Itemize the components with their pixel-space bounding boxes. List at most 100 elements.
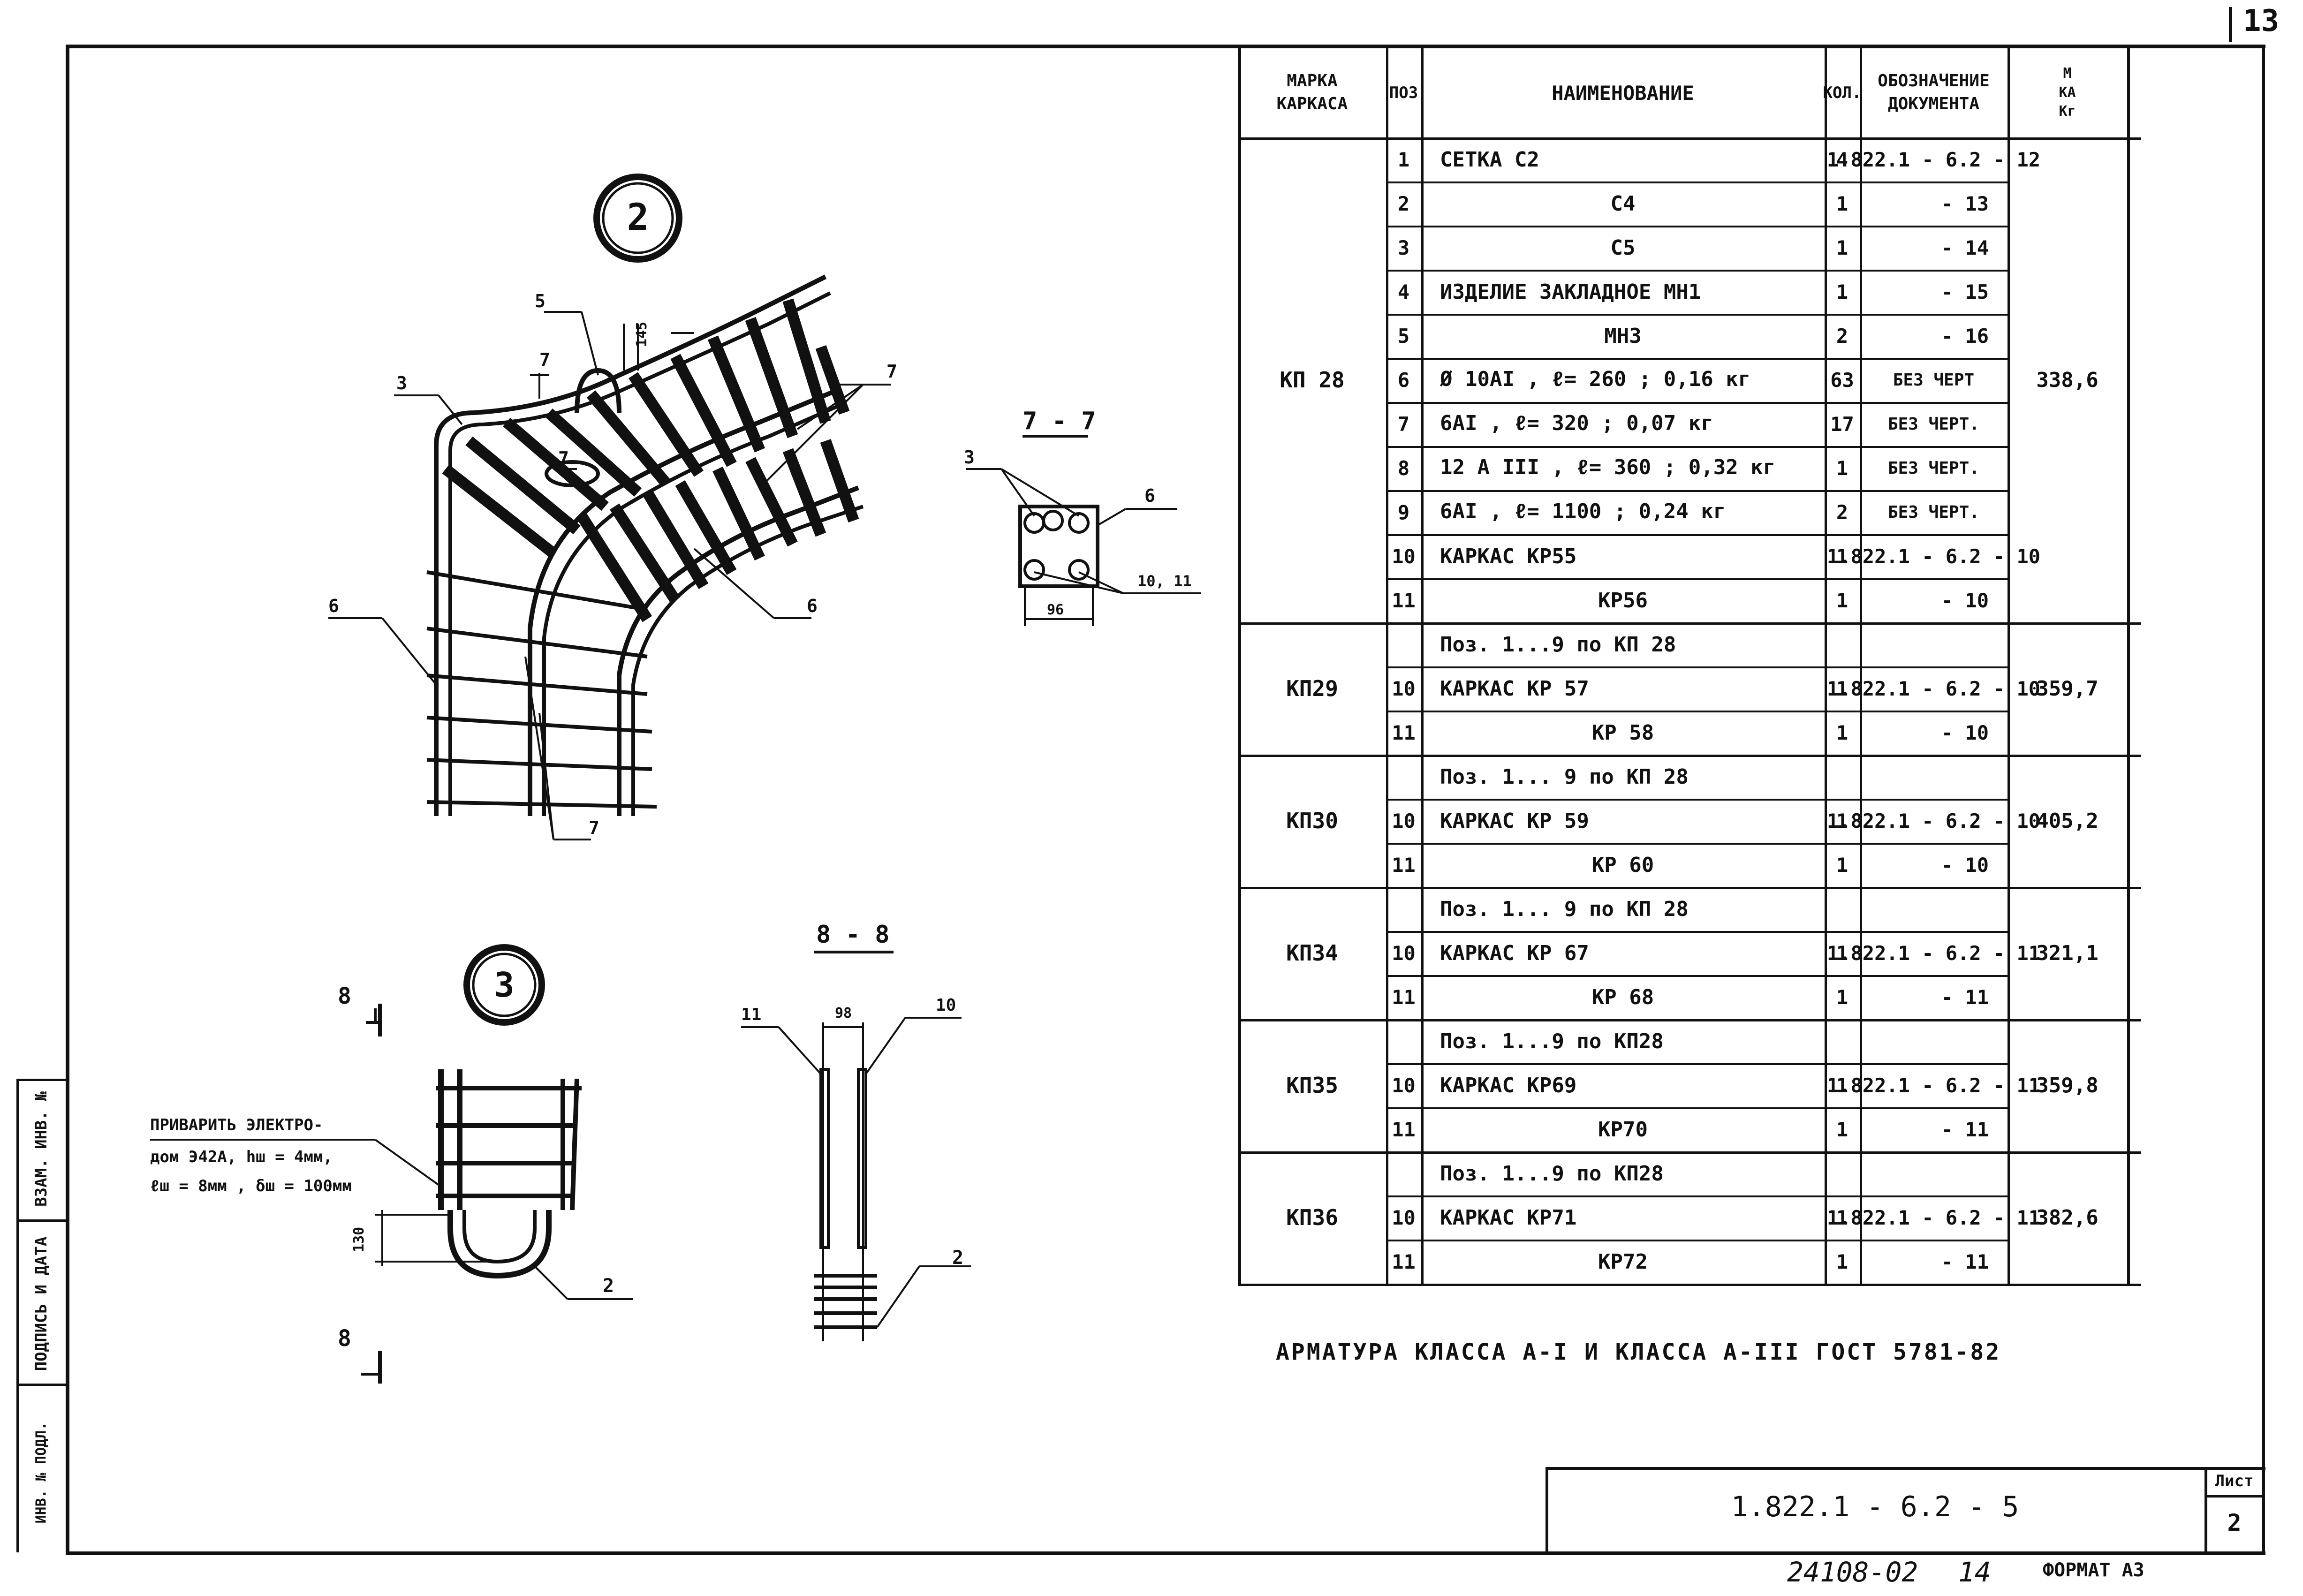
group-marka: КП 28 [1280,367,1345,393]
row-doc: 1.822.1 - 6.2 - 10 [1826,545,2041,568]
row-separator [1386,1195,2008,1197]
row-separator [1386,402,2008,404]
header-marka: МАРКА КАРКАСА [1238,48,1386,137]
row-name: 6АI , ℓ= 320 ; 0,07 кг [1440,411,1713,435]
row-pos: 10 [1392,1074,1416,1097]
row-pos: 8 [1397,456,1410,480]
header-mass-line: М [2063,65,2072,82]
header-marka-line: МАРКА [1287,71,1338,91]
group-separator [1238,887,2141,889]
row-pos: 10 [1392,1206,1416,1229]
row-pos: 9 [1397,500,1410,524]
row-qty [1825,622,1860,666]
header-qty: КОЛ. [1823,83,1862,102]
row-qty: 2 [1836,324,1848,348]
svg-text:130: 130 [351,1227,367,1252]
row-name: КР 68 [1591,985,1654,1009]
row-qty: 1 [1836,236,1848,259]
header-doc-line: ДОКУМЕНТА [1887,94,1980,113]
row-name: КАРКАС КР55 [1440,544,1577,568]
row-pos: 11 [1392,721,1416,744]
row-qty: 1 [1836,853,1848,877]
svg-text:7: 7 [539,349,550,370]
row-separator [1386,1240,2008,1241]
frame-left [66,45,69,1555]
table-column-line [1860,48,1862,1284]
row-name: КР 58 [1591,720,1654,745]
group-mass: 359,8 [2036,1073,2098,1097]
group-separator [1238,1151,2141,1154]
header-marka-line: КАРКАСА [1276,94,1348,113]
row-pos: 6 [1397,368,1410,392]
row-qty: 1 [1836,1206,1848,1229]
header-name: НАИМЕНОВАНИЕ [1552,81,1694,105]
row-pos: 2 [1397,192,1410,215]
group-marka: КП30 [1286,808,1338,833]
row-pos: 1 [1397,148,1410,171]
row-qty: 2 [1836,500,1848,524]
sheet-label: Лист [2215,1472,2254,1490]
row-pos: 10 [1392,941,1416,965]
reinforcement-class-note: АРМАТУРА КЛАССА А-I И КЛАССА А-III ГОСТ … [1276,1339,2001,1365]
row-name: 12 А III , ℓ= 360 ; 0,32 кг [1440,455,1776,479]
node3-cage-view: 8 8 130 2 ПРИВАРИТЬ ЭЛЕКТРО- дом Э42А, h… [150,983,633,1384]
row-pos: 11 [1392,1250,1416,1273]
row-pos [1386,1019,1421,1063]
row-qty: 1 [1836,941,1848,965]
row-name: КАРКАС КР 67 [1440,941,1589,965]
group-marka: КП36 [1286,1205,1338,1230]
svg-text:6: 6 [328,596,339,616]
row-doc: - 15 [1941,280,1989,303]
svg-text:7: 7 [558,448,569,469]
row-separator [1386,931,2008,933]
sheet-value: 2 [2227,1509,2242,1536]
group-marka: КП34 [1286,940,1338,966]
row-separator [1386,843,2008,845]
svg-text:2: 2 [952,1247,963,1269]
row-name: С5 [1610,235,1636,260]
row-name: 6АI , ℓ= 1100 ; 0,24 кг [1440,499,1726,523]
table-left-border [1238,48,1241,1284]
frame-top [66,45,2265,48]
document-designation: 1.822.1 - 6.2 - 5 [1731,1490,2019,1523]
reinforcement-drawing: 2 [150,174,1201,1384]
svg-text:10: 10 [936,996,956,1015]
header-doc-line: ОБОЗНАЧЕНИЕ [1878,71,1990,91]
header-doc: ОБОЗНАЧЕНИЕ ДОКУМЕНТА [1860,48,2008,137]
table-column-line [1421,48,1424,1284]
inventory-number: 24108-02 [1787,1556,1918,1588]
row-doc: - 10 [1941,853,1989,877]
row-qty: 63 [1830,368,1854,392]
row-doc: 1.822.1 - 6.2 - 12 [1826,148,2041,171]
svg-text:96: 96 [1047,602,1064,618]
row-name: КАРКАС КР 59 [1440,809,1589,833]
row-name: Поз. 1... 9 по КП 28 [1440,764,1689,789]
svg-text:3: 3 [964,447,975,468]
top-sheet-number: 13 [2243,4,2280,38]
svg-text:8: 8 [338,1325,351,1352]
row-qty: 17 [1830,412,1854,436]
row-qty: 4 [1836,148,1848,171]
row-name: Поз. 1...9 по КП 28 [1440,632,1676,657]
section-8-8: 8 - 8 11 10 2 98 [741,921,971,1341]
row-doc: - 11 [1941,1250,1989,1273]
table-column-line [1386,48,1388,1284]
svg-text:98: 98 [835,1005,852,1021]
header-mass-line: КА [2059,84,2076,101]
group-separator [1238,1284,2141,1286]
group-separator [1238,755,2141,757]
row-name: КР70 [1598,1117,1648,1142]
row-qty: 1 [1836,280,1848,303]
svg-text:10, 11: 10, 11 [1137,572,1192,590]
row-separator [1386,226,2008,227]
svg-text:ℓш = 8мм , δш = 100мм: ℓш = 8мм , δш = 100мм [150,1177,352,1195]
row-pos [1386,622,1421,666]
group-mass: 338,6 [2036,368,2098,392]
svg-text:8: 8 [338,983,351,1009]
row-qty: 1 [1836,456,1848,480]
frame-right [2262,45,2265,1555]
row-separator [1386,534,2008,536]
row-name: СЕТКА С2 [1440,147,1539,172]
